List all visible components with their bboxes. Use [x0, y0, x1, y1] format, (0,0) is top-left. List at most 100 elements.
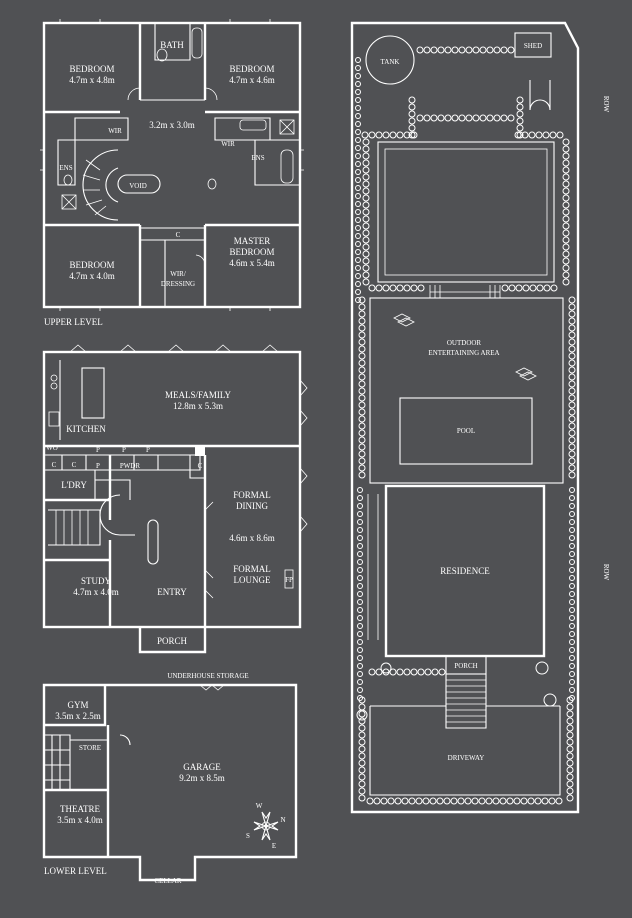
shrub [362, 152, 370, 160]
curved-stair-inner [105, 167, 119, 203]
meals-size: 12.8m x 5.3m [173, 401, 223, 411]
shrub [500, 114, 508, 122]
shrub [569, 583, 575, 589]
shrub [403, 131, 411, 139]
shrub [358, 352, 366, 360]
shrub [362, 243, 370, 251]
shrub [568, 352, 576, 360]
shrub [358, 296, 366, 304]
garage-label: GARAGE [183, 762, 221, 772]
shrub [464, 797, 472, 805]
shrub [355, 193, 361, 199]
shrub [568, 310, 576, 318]
formal-dining-1: FORMAL [233, 490, 271, 500]
shrub [562, 222, 570, 230]
shrub [358, 310, 366, 318]
lower-stair [44, 734, 71, 790]
void-opening [117, 174, 161, 194]
shrub [357, 607, 363, 613]
shrub [429, 797, 437, 805]
shrub [562, 236, 570, 244]
shrub [358, 766, 366, 774]
shrub [355, 249, 361, 255]
bedroom-ne-size: 4.7m x 4.6m [229, 75, 275, 85]
shrub [566, 759, 574, 767]
shrub [368, 668, 376, 676]
outdoor-label-1: OUTDOOR [447, 339, 482, 347]
shrub [562, 173, 570, 181]
shrub [465, 46, 473, 54]
shrub [513, 797, 521, 805]
garage-size: 9.2m x 8.5m [179, 773, 225, 783]
shrub [568, 457, 576, 465]
sink [48, 411, 60, 427]
shrub [492, 797, 500, 805]
shrub [458, 46, 466, 54]
shrub [358, 401, 366, 409]
entertaining-area [369, 297, 564, 484]
shrub [396, 131, 404, 139]
shrub [361, 131, 369, 139]
shrub [355, 65, 361, 71]
shrub [358, 745, 366, 753]
shrub [357, 519, 363, 525]
shrub [562, 264, 570, 272]
kitchen-label: KITCHEN [66, 424, 106, 434]
shrub [520, 797, 528, 805]
shrub [357, 695, 363, 701]
shrub [568, 464, 576, 472]
shrub [562, 159, 570, 167]
pantry-row [43, 454, 201, 471]
shrub [568, 429, 576, 437]
shrub [493, 114, 501, 122]
shrub [569, 495, 575, 501]
site-porch [445, 655, 487, 675]
residence-label: RESIDENCE [440, 566, 490, 576]
shrub [358, 780, 366, 788]
shrub [357, 559, 363, 565]
shrub [357, 527, 363, 533]
outdoor-label-2: ENTERTAINING AREA [428, 349, 499, 357]
shrub [358, 450, 366, 458]
shrub [396, 284, 404, 292]
shrub [541, 797, 549, 805]
shrub [358, 373, 366, 381]
shrub [394, 797, 402, 805]
shrub [362, 250, 370, 258]
ens-left-label: ENS [59, 164, 72, 172]
bedroom-sw-size: 4.7m x 4.0m [69, 271, 115, 281]
shrub [408, 110, 416, 118]
shrub [380, 797, 388, 805]
shrub [355, 137, 361, 143]
shrub [444, 114, 452, 122]
shrub [358, 338, 366, 346]
shrub [569, 599, 575, 605]
shrub [566, 696, 574, 704]
shrub [569, 535, 575, 541]
shrub [357, 623, 363, 629]
shrub [358, 696, 366, 704]
wir-dressing-1: WIR/ [170, 270, 186, 278]
lawn-steps [429, 285, 501, 298]
shrub [358, 317, 366, 325]
shrub [486, 46, 494, 54]
shrub [534, 797, 542, 805]
shrub [358, 331, 366, 339]
shrub [357, 663, 363, 669]
shrub [357, 543, 363, 549]
shrub [355, 161, 361, 167]
shrub [569, 631, 575, 637]
shrub [566, 724, 574, 732]
shrub [375, 284, 383, 292]
shrub [569, 591, 575, 597]
shrub [569, 679, 575, 685]
upper-doors [127, 87, 218, 266]
shrub [516, 131, 524, 139]
shrub [362, 278, 370, 286]
p3-label: P [146, 446, 150, 454]
shrub [566, 766, 574, 774]
study-label: STUDY [81, 576, 112, 586]
shrub [562, 278, 570, 286]
shrub [568, 303, 576, 311]
shrub [355, 289, 361, 295]
